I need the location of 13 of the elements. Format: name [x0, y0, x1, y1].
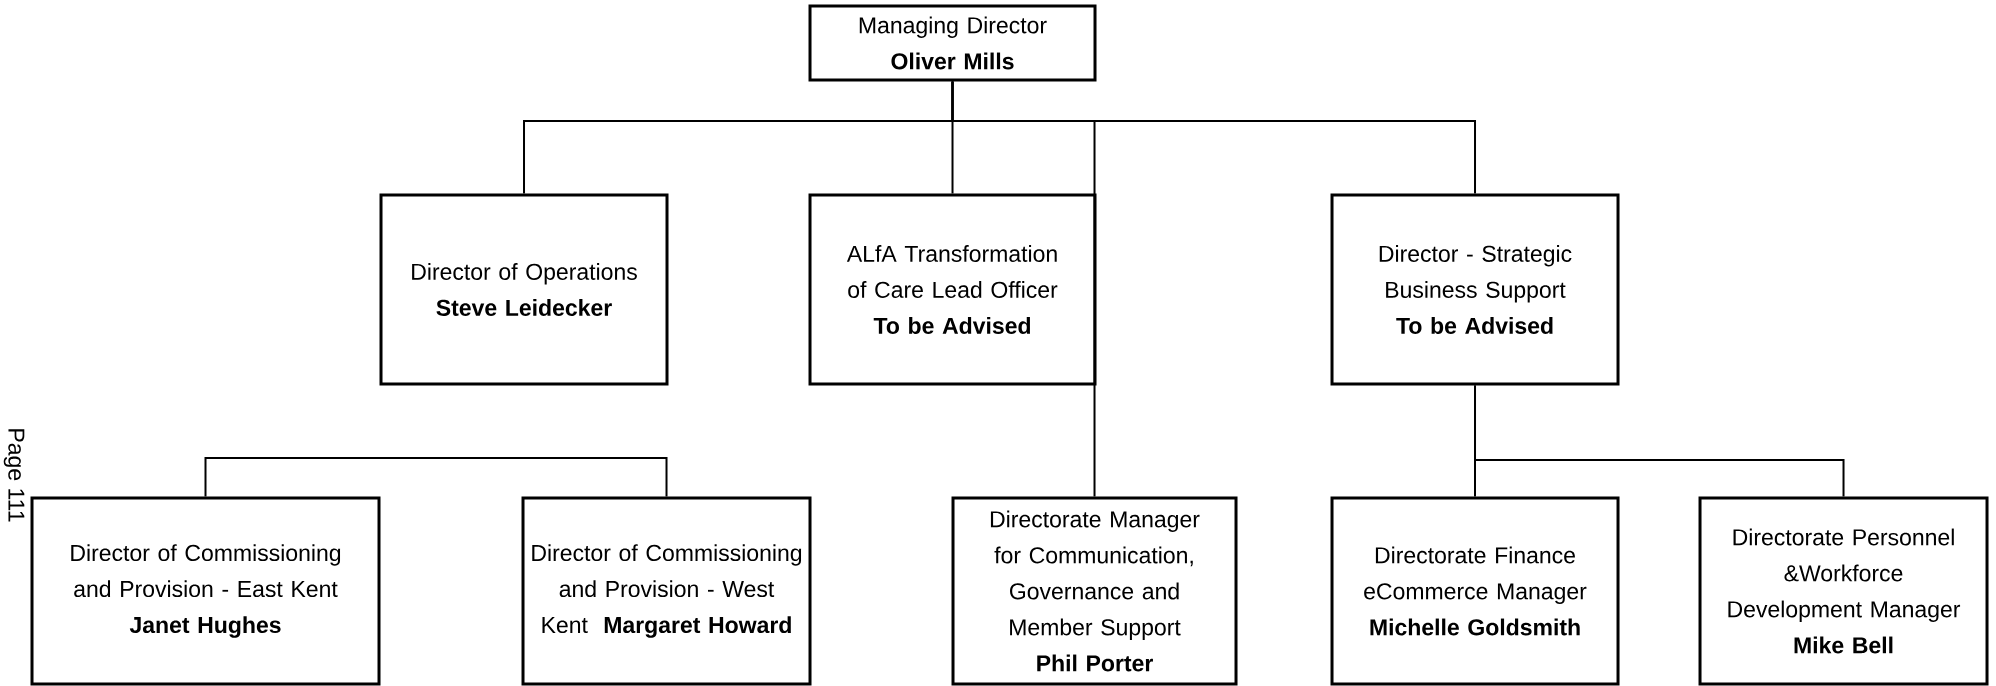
org-box: Director of Commissioning and Provision - West Kent Margaret Howard	[521, 496, 812, 686]
connector-line	[204, 457, 668, 498]
org-box: ALfA Transformation of Care Lead Officer To be Advised	[808, 193, 1097, 386]
org-box: Managing Director Oliver Mills	[808, 4, 1097, 82]
org-box: Director of Commissioning and Provision - East Kent Janet Hughes	[30, 496, 381, 686]
org-box: Director of Operations Steve Leidecker	[379, 193, 669, 386]
org-box: Directorate Manager for Communication, Governance and Member Support Phil Porter	[951, 496, 1238, 686]
org-box: Directorate Finance eCommerce Manager Michelle Goldsmith	[1330, 496, 1620, 686]
org-box: Directorate Personnel &Workforce Development Manager Mike Bell	[1698, 496, 1989, 686]
org-box: Director - Strategic Business Support To be Advised	[1330, 193, 1620, 386]
connector-line	[1474, 384, 1845, 498]
connector-line	[951, 80, 1476, 195]
page-number: Page 111	[3, 429, 25, 522]
